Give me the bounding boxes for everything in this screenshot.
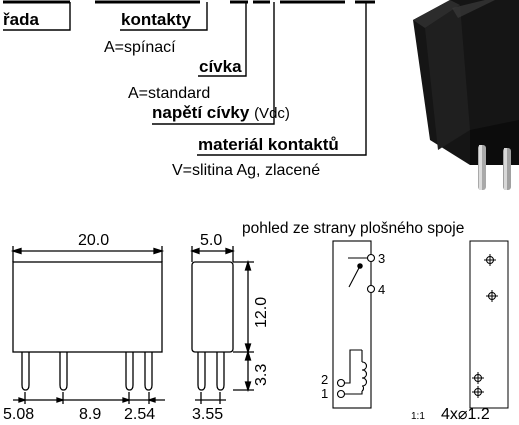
pcb-hole-layout [469,240,509,409]
body-height-dimension: 12.0 [253,297,270,328]
contacts-value: A=spínací [104,39,176,56]
side-pitch-dimension: 3.55 [192,406,223,423]
pin-3-label: 3 [378,251,385,266]
hole-marker-lower [472,372,484,384]
hole-marker-upper [486,290,498,302]
coil-value: A=standard [128,85,210,102]
pin-2-label: 2 [321,372,328,387]
hole-spec-label: 4x⌀1.2 [441,406,490,423]
side-width-dimension: 5.0 [200,232,222,249]
pin-4-label: 4 [378,282,385,297]
front-width-dimension: 20.0 [78,232,109,249]
series-label: řada [3,10,39,29]
contact-material-value: V=slitina Ag, zlacené [172,162,320,179]
pitch-dimension-3: 2.54 [124,406,155,423]
contacts-label: kontakty [121,10,191,29]
hole-marker-top [484,254,496,266]
pitch-dimension-2: 8.9 [79,406,101,423]
hole-marker-bottom [472,386,484,398]
relay-product-photo [413,0,519,190]
pitch-dimension-1: 5.08 [3,406,34,423]
contact-material-label: materiál kontaktů [198,135,339,154]
scale-label: 1:1 [411,411,425,422]
pcb-view-title: pohled ze strany plošného spoje [242,220,464,237]
ordering-code-legend [3,0,375,156]
pin-1-label: 1 [321,386,328,401]
coil-voltage-label: napětí cívky (Vdc) [152,103,290,122]
coil-label: cívka [199,57,242,76]
side-view [190,246,254,404]
pin-length-dimension: 3.3 [253,364,270,386]
schematic-footprint [332,240,376,409]
front-view [10,246,165,404]
